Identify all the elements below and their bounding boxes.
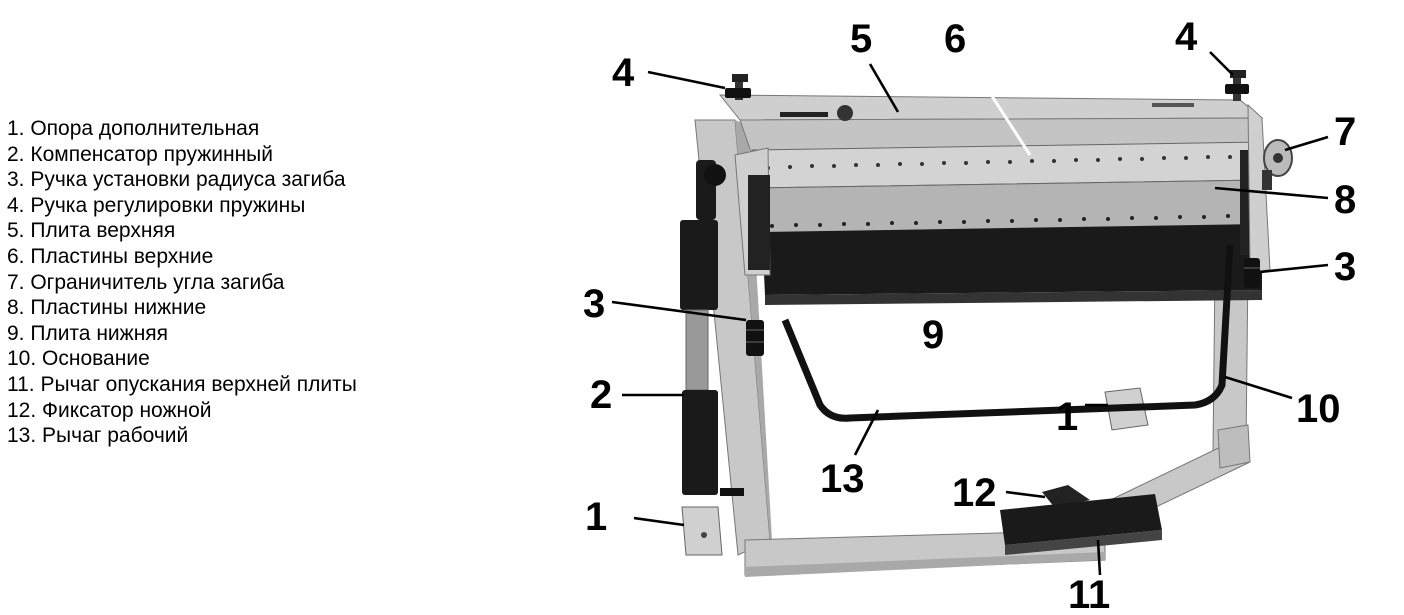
callout-2: 2 <box>590 373 612 417</box>
callout-1-right: 1 <box>1056 395 1078 439</box>
spring-knob-right <box>1225 70 1249 101</box>
legend-item-8: 8. Пластины нижние <box>7 296 207 320</box>
legend-item-7: 7. Ограничитель угла загиба <box>7 270 285 294</box>
legend-item-4: 4. Ручка регулировки пружины <box>7 193 306 217</box>
callout-9: 9 <box>922 313 944 357</box>
callout-13: 13 <box>820 457 865 501</box>
callout-11: 11 <box>1068 573 1110 615</box>
spring-compensator <box>680 160 744 496</box>
legend-item-12: 12. Фиксатор ножной <box>7 398 212 422</box>
legend-item-9: 9. Плита нижняя <box>7 321 169 345</box>
legend-item-6: 6. Пластины верхние <box>7 244 214 268</box>
legend-item-13: 13. Рычаг рабочий <box>7 424 189 448</box>
callout-6: 6 <box>944 17 966 61</box>
legend-item-1: 1. Опора дополнительная <box>7 117 260 140</box>
spring-knob-left <box>725 74 751 100</box>
callout-3-left: 3 <box>583 282 605 326</box>
bend-angle-limiter <box>1262 139 1293 190</box>
callout-3-right: 3 <box>1334 245 1356 289</box>
legend-item-10: 10. Основание <box>7 347 150 371</box>
side-bracket-left <box>734 147 771 276</box>
bend-radius-knob-left <box>746 320 764 356</box>
callout-10: 10 <box>1296 387 1341 431</box>
callout-12: 12 <box>952 471 997 515</box>
callout-1-left: 1 <box>585 495 607 539</box>
callout-7: 7 <box>1334 110 1356 154</box>
parts-legend: 1. Опора дополнительная 2. Компенсатор п… <box>7 116 567 449</box>
upper-plate-lowering-pedal <box>1000 494 1162 555</box>
legend-item-2: 2. Компенсатор пружинный <box>7 142 273 166</box>
working-lever <box>781 244 1234 422</box>
legend-item-3: 3. Ручка установки радиуса загиба <box>7 168 346 192</box>
upper-plate <box>718 94 1264 156</box>
legend-item-5: 5. Плита верхняя <box>7 219 176 243</box>
leader-lines <box>611 51 1329 576</box>
callout-4-left: 4 <box>612 51 635 95</box>
lower-plate <box>762 224 1262 305</box>
callout-4-right: 4 <box>1175 15 1198 59</box>
legend-item-11: 11. Рычаг опускания верхней плиты <box>7 372 357 396</box>
callout-5: 5 <box>850 17 872 61</box>
auxiliary-support-left <box>681 506 723 556</box>
bend-radius-knob-right <box>1244 258 1260 288</box>
callout-8: 8 <box>1334 178 1356 222</box>
